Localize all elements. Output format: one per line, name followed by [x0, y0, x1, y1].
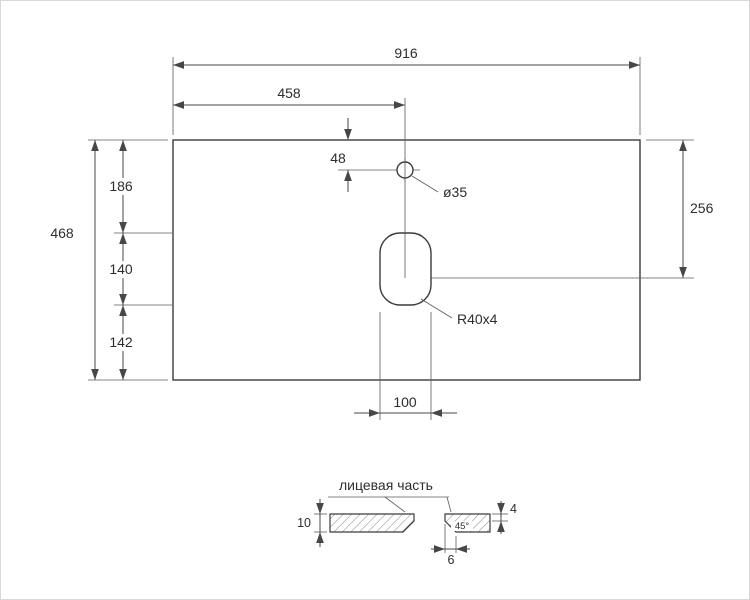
section-left-slab	[329, 513, 415, 533]
dim-total-height-label: 468	[50, 225, 74, 241]
dim-half-width: 458	[173, 85, 405, 109]
sink-cutout	[379, 232, 432, 306]
cutout-radius-text: R40x4	[457, 311, 498, 327]
label-mask	[105, 261, 138, 278]
countertop-outline	[172, 139, 641, 381]
label-mask	[451, 521, 473, 531]
dim-section-thickness: 10	[297, 499, 327, 547]
dim-depth-right: 256	[405, 139, 714, 279]
label-chamfer-angle: 45°	[451, 521, 473, 532]
label-cutout-radius: R40x4	[420, 298, 498, 327]
dim-total-height: 468	[50, 139, 168, 381]
dim-cutout-width: 100	[354, 312, 457, 420]
hole-diameter-text: ø35	[443, 184, 467, 200]
dim-total-width-label: 916	[394, 45, 418, 61]
section-face-label: лицевая часть	[328, 477, 452, 513]
dim-left-segments: 186 140 142	[105, 140, 172, 380]
label-hole-diameter: ø35	[411, 175, 467, 200]
label-mask	[105, 178, 138, 195]
dim-total-width: 916	[172, 45, 641, 135]
dim-half-width-label: 458	[277, 85, 301, 101]
dim-chamfer-run-label: 6	[448, 553, 455, 567]
dim-seg-bottom-label: 142	[109, 334, 133, 350]
dim-section-edge: 4	[492, 501, 517, 534]
chamfer-angle-text: 45°	[455, 521, 470, 532]
dim-cutout-width-label: 100	[393, 394, 417, 410]
dim-seg-top-label: 186	[109, 178, 133, 194]
dim-depth-right-label: 256	[690, 200, 714, 216]
dim-chamfer-run: 6	[431, 524, 470, 567]
dim-hole-offset: 48	[330, 118, 352, 192]
dim-seg-mid-label: 140	[109, 261, 133, 277]
label-mask	[105, 334, 138, 351]
dim-edge-label: 4	[510, 502, 517, 516]
dim-thickness-label: 10	[297, 516, 311, 530]
face-label-text: лицевая часть	[339, 477, 433, 493]
dim-hole-offset-label: 48	[330, 150, 346, 166]
